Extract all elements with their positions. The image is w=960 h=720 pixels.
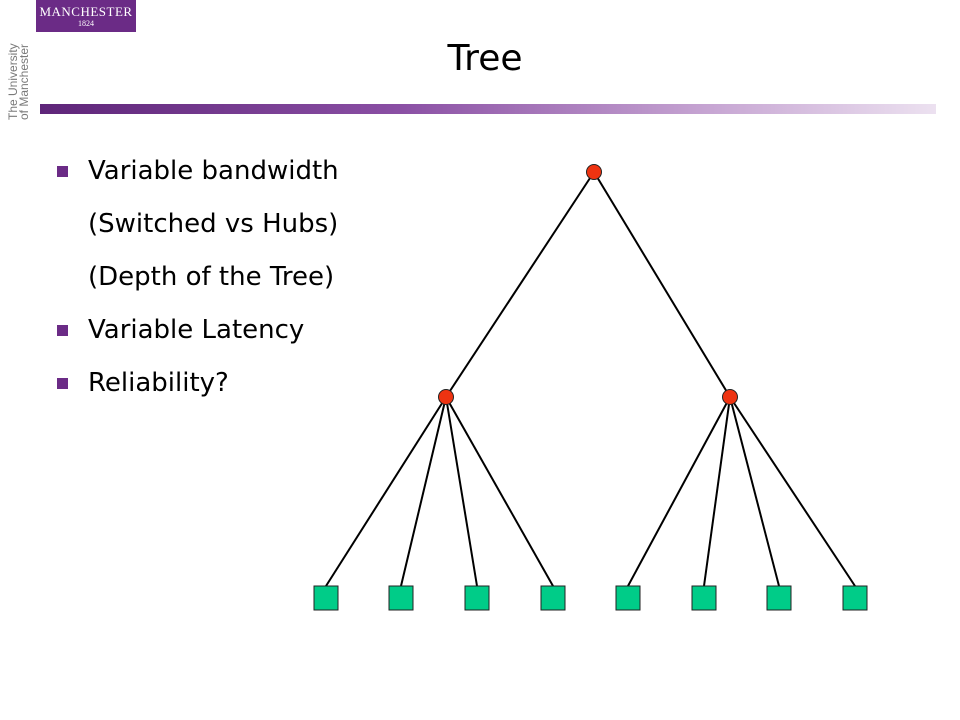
switch-node bbox=[722, 389, 738, 405]
tree-link bbox=[703, 396, 731, 587]
bullet-text: Variable bandwidth bbox=[88, 156, 339, 186]
bullet-text: (Depth of the Tree) bbox=[88, 262, 335, 292]
host-node bbox=[464, 585, 490, 611]
host-node bbox=[388, 585, 414, 611]
title-underline-bar bbox=[40, 104, 936, 114]
bullet-list: Variable bandwidth (Switched vs Hubs) (D… bbox=[52, 145, 339, 410]
tree-link bbox=[729, 396, 780, 587]
tree-link bbox=[445, 171, 595, 398]
bullet-text: Reliability? bbox=[88, 368, 229, 398]
switch-node bbox=[586, 164, 602, 180]
tree-link bbox=[325, 396, 447, 587]
host-node bbox=[842, 585, 868, 611]
logo-year: 1824 bbox=[78, 18, 94, 28]
host-node bbox=[615, 585, 641, 611]
bullet-item: Variable bandwidth bbox=[52, 145, 339, 198]
tree-link bbox=[400, 396, 447, 587]
tree-link bbox=[445, 396, 478, 587]
bullet-item: (Depth of the Tree) bbox=[52, 251, 339, 304]
tree-link bbox=[627, 396, 731, 587]
host-node bbox=[766, 585, 792, 611]
bullet-text: (Switched vs Hubs) bbox=[88, 209, 339, 239]
tree-link bbox=[729, 396, 856, 587]
bullet-square-icon bbox=[57, 325, 68, 336]
bullet-text: Variable Latency bbox=[88, 315, 305, 345]
host-node bbox=[691, 585, 717, 611]
bullet-item: Reliability? bbox=[52, 357, 339, 410]
bullet-item: Variable Latency bbox=[52, 304, 339, 357]
slide-title: Tree bbox=[447, 38, 523, 79]
switch-node bbox=[438, 389, 454, 405]
logo-wordmark: MANCHESTER bbox=[39, 3, 133, 19]
manchester-logo: MANCHESTER 1824 bbox=[36, 0, 136, 32]
tree-link bbox=[593, 171, 731, 398]
host-node bbox=[313, 585, 339, 611]
bullet-square-icon bbox=[57, 378, 68, 389]
bullet-square-icon bbox=[57, 166, 68, 177]
bullet-item: (Switched vs Hubs) bbox=[52, 198, 339, 251]
host-node bbox=[540, 585, 566, 611]
tree-link bbox=[445, 396, 554, 587]
